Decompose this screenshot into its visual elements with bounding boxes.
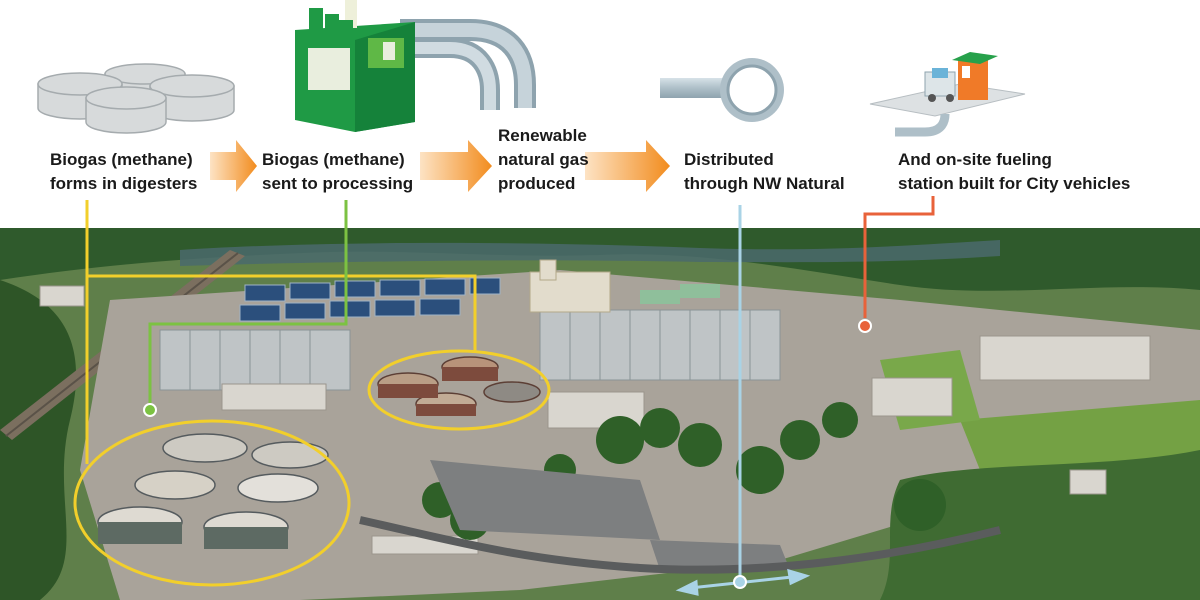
step-label-line: Renewable [498,126,587,145]
step-label-digesters: Biogas (methane) forms in digesters [50,148,197,196]
fueling-station-icon [869,52,1026,137]
gas-pipe-icon [660,58,784,122]
step-label-line: Distributed [684,150,774,169]
step-label-line: forms in digesters [50,174,198,193]
distribution-marker [733,575,747,589]
step-label-line: Biogas (methane) [262,150,405,169]
step-label-line: produced [498,174,576,193]
step-label-line: through NW Natural [684,174,845,193]
step-label-processing: Biogas (methane) sent to processing [262,148,413,196]
fueling-callout [863,196,935,318]
flow-arrow-2 [420,140,492,192]
processing-marker [143,403,157,417]
flow-arrow-1 [210,140,257,192]
step-label-line: natural gas [498,150,589,169]
step-label-line: And on-site fueling [898,150,1052,169]
digester-callout [73,200,551,587]
processing-callout [148,200,348,404]
fueling-marker [858,319,872,333]
aerial-photo [0,228,1200,600]
step-label-line: sent to processing [262,174,414,193]
step-label-line: Biogas (methane) [50,150,193,169]
step-label-renewable-gas: Renewable natural gas produced [498,124,589,196]
step-label-line: station built for City vehicles [898,174,1131,193]
digester-tanks-icon [37,63,235,134]
flow-arrow-3 [585,140,670,192]
step-label-distribution: Distributed through NW Natural [684,148,845,196]
flow-arrows [210,140,670,192]
step-label-fueling: And on-site fueling station built for Ci… [898,148,1130,196]
processing-plant-icon [295,0,536,132]
